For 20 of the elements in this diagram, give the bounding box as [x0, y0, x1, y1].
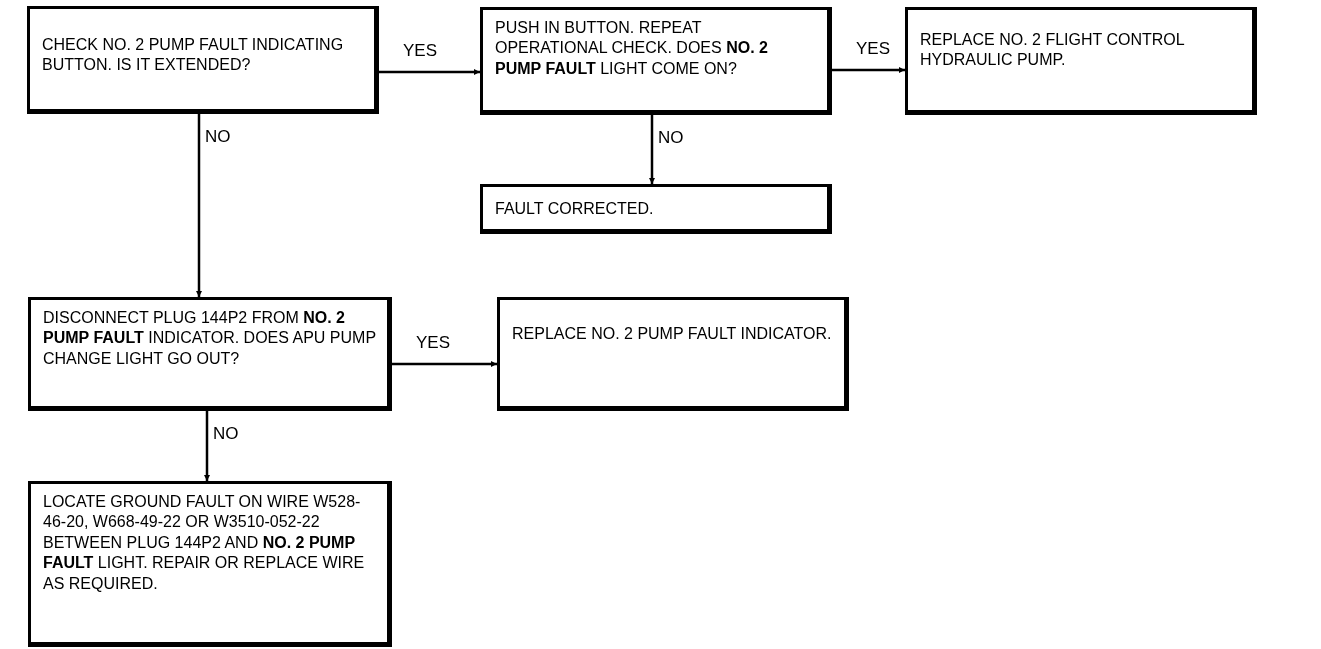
- arrow: [649, 115, 655, 184]
- box-text: REPLACE NO. 2 FLIGHT CONTROL HYDRAULIC PUMP.: [920, 30, 1186, 71]
- arrow: [379, 69, 480, 75]
- process-box: [480, 7, 832, 115]
- box-text: CHECK NO. 2 PUMP FAULT INDICATING BUTTON. IS IT EXTENDED?: [42, 35, 345, 76]
- box-text: LOCATE GROUND FAULT ON WIRE W528-46-20, W668-49-22 OR W3510-052-22 BETWEEN PLUG 144P2 AND NO. 2 PUMP FAULT LIGHT. REPAIR OR REPLACE WIRE AS REQUIRED.: [43, 492, 366, 594]
- arrow: [392, 361, 497, 367]
- arrow: [196, 114, 202, 297]
- process-box: [497, 297, 849, 411]
- process-box: [27, 6, 379, 114]
- process-box: [28, 481, 392, 647]
- process-box: [480, 184, 832, 234]
- box-text: REPLACE NO. 2 PUMP FAULT INDICATOR.: [512, 324, 833, 344]
- process-box: [905, 7, 1257, 115]
- box-text: PUSH IN BUTTON. REPEAT OPERATIONAL CHECK. DOES NO. 2 PUMP FAULT LIGHT COME ON?: [495, 18, 769, 79]
- arrow: [832, 67, 905, 73]
- box-text: DISCONNECT PLUG 144P2 FROM NO. 2 PUMP FAULT INDICATOR. DOES APU PUMP CHANGE LIGHT GO OUT?: [43, 308, 377, 369]
- process-box: [28, 297, 392, 411]
- box-text: FAULT CORRECTED.: [495, 199, 655, 219]
- arrow: [204, 411, 210, 481]
